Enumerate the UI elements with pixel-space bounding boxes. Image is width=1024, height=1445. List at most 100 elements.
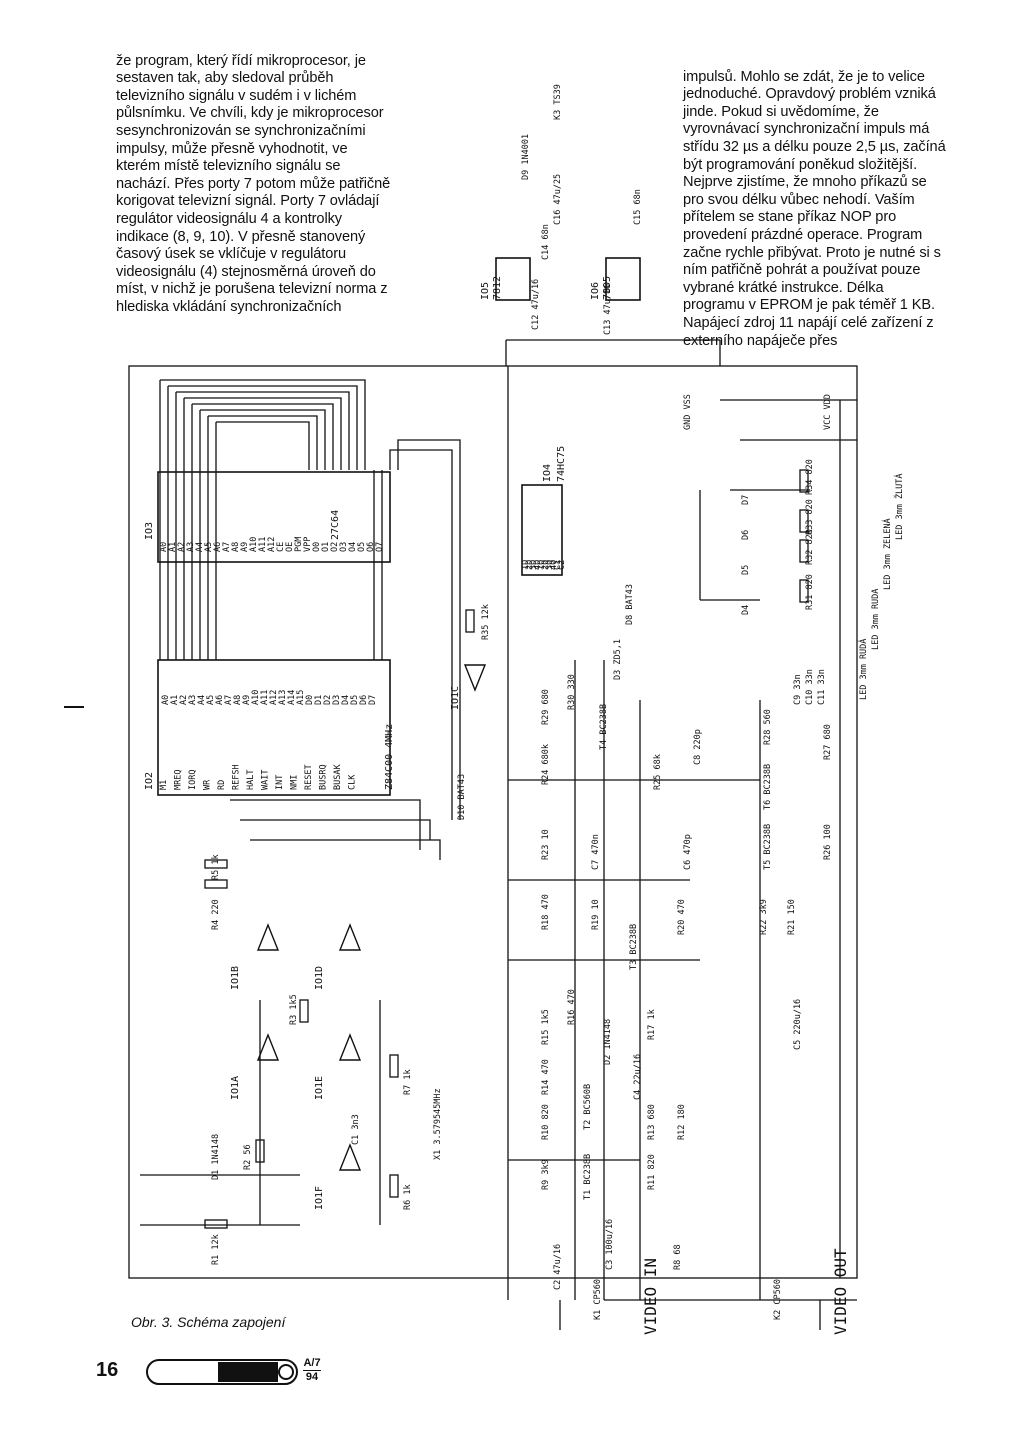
issue-top: A/7 bbox=[303, 1357, 321, 1369]
cpu-pin-17: D1 bbox=[314, 695, 324, 705]
eprom-pin-18: O1 bbox=[321, 542, 331, 552]
latch-pin-3: 4D bbox=[533, 560, 543, 570]
latch-pin-2: 3D bbox=[529, 560, 539, 570]
label-c10: C10 33n bbox=[805, 669, 815, 705]
magazine-logo bbox=[146, 1359, 298, 1385]
label-led-3: LED 3mm ŽLUTÁ bbox=[893, 473, 905, 540]
board-outline bbox=[128, 365, 858, 1279]
label-r9: R9 3k9 bbox=[541, 1159, 551, 1190]
label-d4: D4 bbox=[741, 605, 751, 615]
resistor-r3 bbox=[299, 999, 309, 1023]
eprom-pin-20: O3 bbox=[339, 542, 349, 552]
label-r6: R6 1k bbox=[403, 1184, 413, 1210]
cpu-pin-13: A13 bbox=[278, 690, 288, 705]
eprom-pin-22: O5 bbox=[357, 542, 367, 552]
latch-pin-5: 2Q bbox=[541, 560, 551, 570]
gate-io1b bbox=[256, 923, 280, 951]
label-d3: D3 ZD5,1 bbox=[613, 639, 623, 680]
resistor-r4 bbox=[204, 879, 228, 889]
label-t1: T1 BC238B bbox=[583, 1154, 593, 1200]
eprom-pin-11: A11 bbox=[258, 537, 268, 552]
label-r17: R17 1k bbox=[647, 1009, 657, 1040]
cpu-pin-4: A4 bbox=[197, 695, 207, 705]
cpu-pin-7: A7 bbox=[224, 695, 234, 705]
cpu-ctrl-pin-2: IORQ bbox=[188, 770, 198, 790]
io3-label: IO3 bbox=[144, 522, 155, 540]
resistor-r2 bbox=[255, 1139, 265, 1163]
cpu-ctrl-pin-5: REFSH bbox=[232, 764, 242, 790]
gate-io1a bbox=[256, 1033, 280, 1061]
eprom-pin-15: PGM bbox=[294, 537, 304, 552]
label-r7: R7 1k bbox=[403, 1069, 413, 1095]
margin-mark bbox=[64, 706, 84, 708]
label-led-0: LED 3mm RUDÁ bbox=[857, 639, 869, 700]
label-r28: R28 560 bbox=[763, 709, 773, 745]
cpu-pin-6: A6 bbox=[215, 695, 225, 705]
latch-pin-9: C2 bbox=[557, 560, 567, 570]
gate-io1d bbox=[338, 923, 362, 951]
label-vcc: VCC VDD bbox=[823, 394, 833, 430]
label-c14: C14 68n bbox=[541, 224, 551, 260]
label-r15: R15 1k5 bbox=[541, 1009, 551, 1045]
cpu-pin-11: A11 bbox=[260, 690, 270, 705]
resistor-r35 bbox=[465, 609, 475, 633]
io3-type-label: 27C64 bbox=[330, 510, 341, 540]
label-d10: D10 BAT43 bbox=[457, 774, 467, 820]
label-gnd: GND VSS bbox=[683, 394, 693, 430]
resistor-r6 bbox=[389, 1174, 399, 1198]
eprom-pin-9: A9 bbox=[240, 542, 250, 552]
cpu-ctrl-pin-1: MREQ bbox=[174, 770, 184, 790]
cpu-ctrl-pin-8: INT bbox=[275, 775, 285, 790]
label-r21: R21 150 bbox=[787, 899, 797, 935]
cpu-ic-io2: IO2 Z84C00 4MHz bbox=[144, 659, 395, 796]
cpu-pin-19: D3 bbox=[332, 695, 342, 705]
label-t5: T5 BC238B bbox=[763, 824, 773, 870]
article-right-column: impulsů. Mohlo se zdát, že je to velice … bbox=[683, 68, 946, 349]
resistor-r7 bbox=[389, 1054, 399, 1078]
latch-pin-0: 1D bbox=[521, 560, 531, 570]
gate-io1c bbox=[463, 664, 487, 692]
label-r12: R12 180 bbox=[677, 1104, 687, 1140]
latch-pin-4: 1Q bbox=[537, 560, 547, 570]
latch-pin-1: 2D bbox=[525, 560, 535, 570]
cpu-pin-20: D4 bbox=[341, 695, 351, 705]
latch-pin-6: 3Q bbox=[545, 560, 555, 570]
label-c13: C13 47u/16 bbox=[603, 284, 613, 335]
io1b-label: IO1B bbox=[230, 966, 241, 990]
regulator-io6: IO6 7805 bbox=[590, 257, 641, 301]
label-r34: R34 820 bbox=[805, 459, 815, 495]
eprom-pin-23: O6 bbox=[366, 542, 376, 552]
cpu-ctrl-pin-6: HALT bbox=[246, 770, 256, 790]
cpu-ctrl-pin-13: CLK bbox=[348, 774, 358, 790]
label-r20: R20 470 bbox=[677, 899, 687, 935]
label-c9: C9 33n bbox=[793, 674, 803, 705]
label-d2: D2 1N4148 bbox=[603, 1019, 613, 1065]
label-c15: C15 68n bbox=[633, 189, 643, 225]
label-x1: X1 3.579545MHz bbox=[433, 1088, 443, 1160]
label-c6: C6 470p bbox=[683, 834, 693, 870]
label-video-out: VIDEO OUT bbox=[831, 1248, 850, 1335]
resistor-r34 bbox=[799, 469, 809, 493]
eprom-ic-io3: IO3 27C64 bbox=[144, 471, 391, 563]
io1a-label: IO1A bbox=[230, 1076, 241, 1100]
label-r19: R19 10 bbox=[591, 899, 601, 930]
label-k2: K2 CP560 bbox=[773, 1279, 783, 1320]
label-c5: C5 220u/16 bbox=[793, 999, 803, 1050]
eprom-pin-3: A3 bbox=[186, 542, 196, 552]
eprom-pin-7: A7 bbox=[222, 542, 232, 552]
cpu-pin-0: A0 bbox=[161, 695, 171, 705]
label-r2: R2 56 bbox=[243, 1144, 253, 1170]
label-d8: D8 BAT43 bbox=[625, 584, 635, 625]
eprom-pin-19: O2 bbox=[330, 542, 340, 552]
cpu-pin-1: A1 bbox=[170, 695, 180, 705]
page-number: 16 bbox=[96, 1359, 119, 1381]
eprom-pin-0: A0 bbox=[159, 542, 169, 552]
cpu-ctrl-pin-7: WAIT bbox=[261, 770, 271, 790]
eprom-pin-1: A1 bbox=[168, 542, 178, 552]
label-r32: R32 820 bbox=[805, 529, 815, 565]
label-c8: C8 220p bbox=[693, 729, 703, 765]
resistor-r5 bbox=[204, 859, 228, 869]
io1d-label: IO1D bbox=[314, 966, 325, 990]
label-c1: C1 3n3 bbox=[351, 1114, 361, 1145]
